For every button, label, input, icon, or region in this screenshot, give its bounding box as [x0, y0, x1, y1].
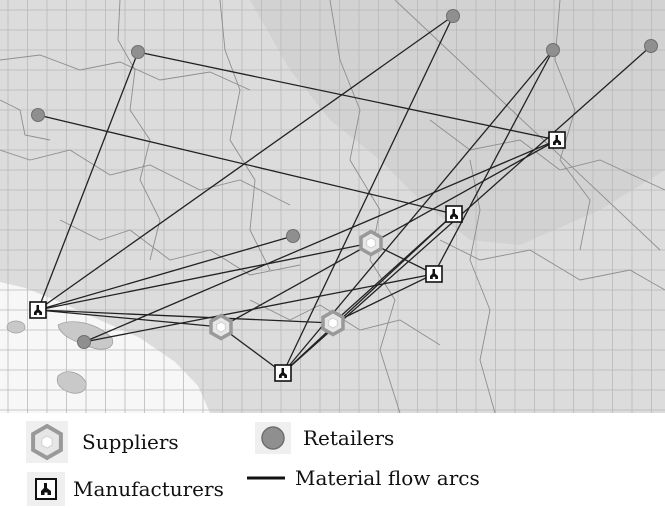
flow-arc — [83, 139, 558, 343]
legend-retailers: Retailers — [255, 422, 394, 454]
material-flow-arcs — [37, 15, 652, 374]
manufacturer-node — [29, 301, 47, 319]
basemap — [0, 0, 665, 413]
legend-flow-label: Material flow arcs — [295, 466, 480, 490]
retailer-node — [77, 335, 91, 349]
flow-arc — [37, 309, 334, 324]
circle-icon — [255, 422, 291, 454]
region-darker — [250, 0, 665, 245]
flow-arc — [332, 273, 435, 324]
line-icon — [247, 476, 285, 480]
flow-arc — [37, 114, 455, 215]
legend-suppliers: Suppliers — [26, 421, 179, 463]
map-grid — [0, 0, 665, 413]
flow-arc — [220, 139, 558, 328]
legend-suppliers-label: Suppliers — [82, 430, 179, 454]
flow-arc — [220, 326, 284, 374]
flow-arc — [282, 213, 455, 374]
legend-manufacturers-label: Manufacturers — [73, 477, 224, 501]
manufacturer-node — [425, 265, 443, 283]
flow-arc — [37, 242, 372, 311]
retailer-node — [31, 108, 45, 122]
factory-box-icon — [27, 472, 65, 506]
flow-arc — [282, 15, 454, 374]
retailer-node — [644, 39, 658, 53]
retailer-node — [546, 43, 560, 57]
hexagon-icon — [26, 421, 68, 463]
supplier-node — [359, 229, 383, 257]
manufacturer-node — [548, 131, 566, 149]
manufacturer-node — [274, 364, 292, 382]
retailer-node — [131, 45, 145, 59]
flow-arc — [37, 309, 222, 328]
manufacturer-node — [445, 205, 463, 223]
supplier-node — [321, 309, 345, 337]
retailer-node — [286, 229, 300, 243]
flow-arc — [37, 235, 294, 311]
network-nodes — [29, 9, 658, 382]
legend-manufacturers: Manufacturers — [27, 472, 224, 506]
flow-arc — [433, 49, 554, 275]
legend-flow-arcs: Material flow arcs — [247, 466, 480, 490]
retailer-node — [446, 9, 460, 23]
county-boundaries — [0, 0, 665, 413]
flow-arc — [137, 51, 558, 141]
supplier-node — [209, 313, 233, 341]
flow-arc — [37, 15, 454, 311]
legend-retailers-label: Retailers — [303, 426, 395, 450]
flow-arc — [37, 51, 139, 311]
